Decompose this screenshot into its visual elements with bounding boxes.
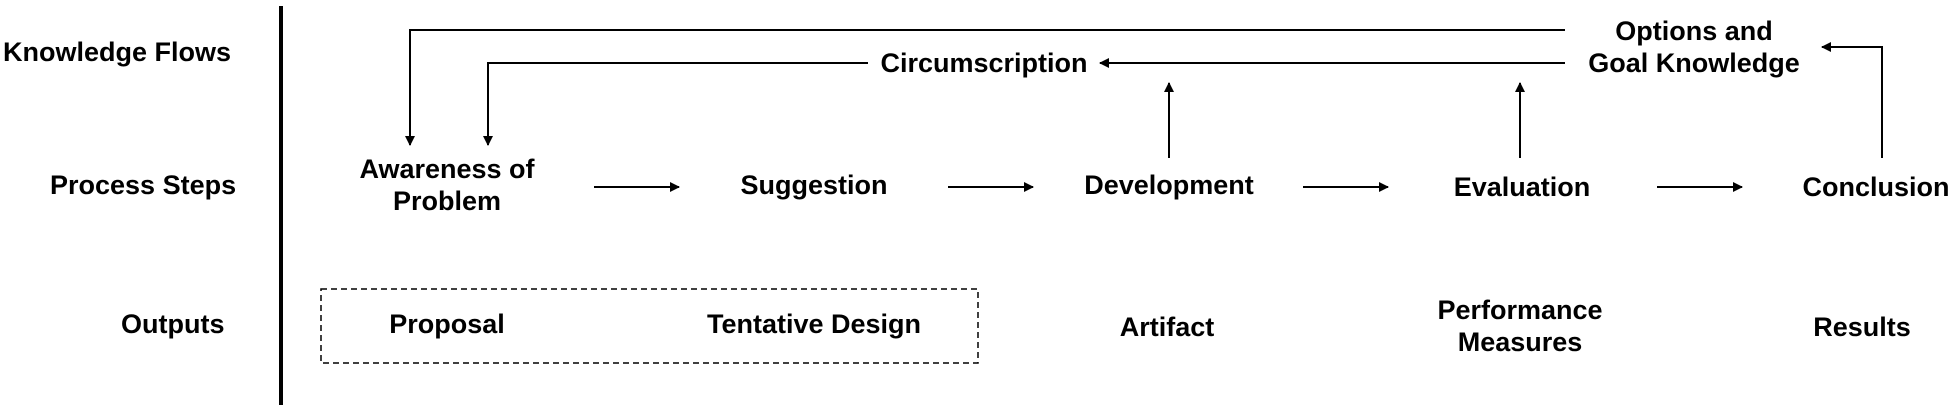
performance-line-2: Measures	[1457, 327, 1583, 357]
awareness-line-1: Awareness of	[359, 154, 535, 184]
row-label-outputs: Outputs	[121, 309, 225, 339]
step-conclusion: Conclusion	[1802, 172, 1950, 202]
dashed-output-box	[320, 288, 979, 364]
options-line-2: Goal Knowledge	[1588, 48, 1800, 78]
circumscription-to-awareness-arrow	[483, 62, 868, 146]
output-performance-measures: Performance Measures	[1437, 294, 1602, 358]
awareness-line-2: Problem	[392, 186, 502, 216]
performance-line-1: Performance	[1437, 295, 1603, 325]
options-goal-knowledge-label: Options and Goal Knowledge	[1588, 15, 1800, 79]
output-artifact: Artifact	[1119, 312, 1215, 342]
output-proposal: Proposal	[389, 309, 505, 339]
output-results: Results	[1813, 312, 1911, 342]
circumscription-label: Circumscription	[880, 48, 1088, 78]
options-to-awareness-arrow	[405, 29, 1565, 146]
row-label-process-steps: Process Steps	[50, 170, 237, 200]
step-suggestion: Suggestion	[740, 170, 888, 200]
row-label-knowledge-flows: Knowledge Flows	[3, 37, 232, 67]
step-development: Development	[1084, 170, 1254, 200]
step-evaluation: Evaluation	[1453, 172, 1591, 202]
options-line-1: Options and	[1615, 16, 1773, 46]
conclusion-to-options-arrow	[1821, 42, 1883, 158]
step-awareness-of-problem: Awareness of Problem	[359, 153, 534, 217]
output-tentative-design: Tentative Design	[706, 309, 922, 339]
